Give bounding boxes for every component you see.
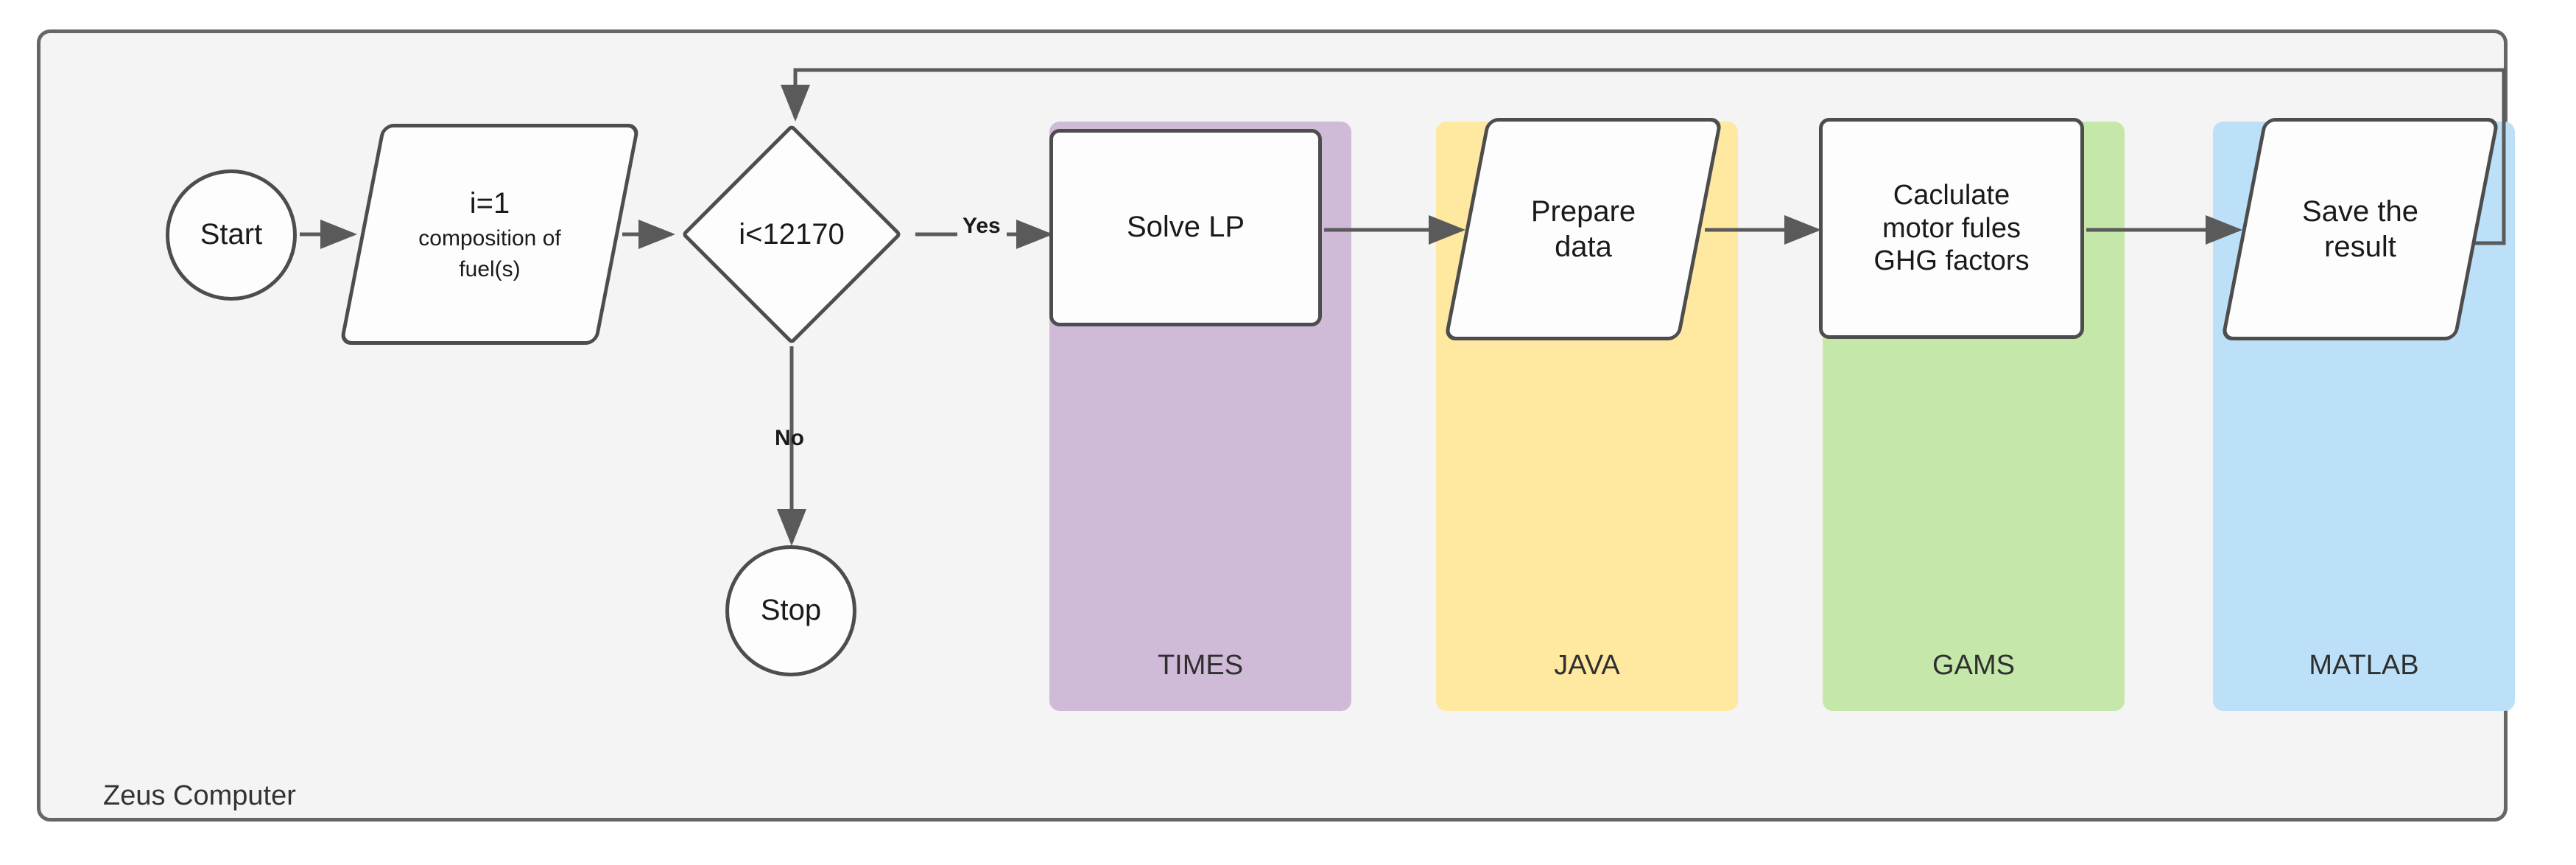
- node-save-line2: result: [2324, 231, 2396, 263]
- lane-label-times: TIMES: [1157, 650, 1244, 681]
- node-prepare-data[interactable]: Prepare data: [1443, 118, 1723, 340]
- node-ghg-line2: motor fules: [1882, 212, 2021, 244]
- node-init-composition[interactable]: i=1 composition of fuel(s): [339, 124, 641, 345]
- node-decision-label: i<12170: [739, 217, 845, 251]
- edge-label-no: No: [775, 426, 804, 450]
- node-init-line2b: fuel(s): [459, 257, 521, 281]
- node-ghg-line1: Caclulate: [1893, 179, 2010, 211]
- lane-label-gams: GAMS: [1932, 650, 2015, 681]
- node-decision-loop-condition[interactable]: i<12170: [670, 124, 913, 345]
- lane-label-matlab: MATLAB: [2309, 650, 2419, 681]
- node-prepare-line2: data: [1555, 231, 1612, 263]
- node-save-result[interactable]: Save the result: [2220, 118, 2500, 340]
- node-stop-label: Stop: [760, 594, 822, 627]
- node-solve-lp[interactable]: Solve LP: [1049, 129, 1322, 326]
- node-stop[interactable]: Stop: [725, 545, 856, 676]
- node-init-line2a: composition of: [418, 226, 561, 251]
- node-prepare-data-text: Prepare data: [1465, 118, 1701, 340]
- node-solve-lp-label: Solve LP: [1126, 211, 1245, 244]
- node-start-label: Start: [200, 218, 263, 251]
- node-calculate-ghg-factors[interactable]: Caclulate motor fules GHG factors: [1819, 118, 2084, 339]
- node-save-line1: Save the: [2302, 195, 2418, 228]
- container-label: Zeus Computer: [103, 780, 296, 811]
- edge-label-yes: Yes: [963, 214, 1001, 238]
- node-ghg-line3: GHG factors: [1873, 245, 2030, 277]
- lane-label-java: JAVA: [1554, 650, 1620, 681]
- node-prepare-line1: Prepare: [1530, 195, 1636, 228]
- node-init-text: i=1 composition of fuel(s): [361, 124, 619, 345]
- node-save-result-text: Save the result: [2242, 118, 2478, 340]
- node-start[interactable]: Start: [166, 169, 297, 301]
- node-init-line1: i=1: [469, 187, 510, 220]
